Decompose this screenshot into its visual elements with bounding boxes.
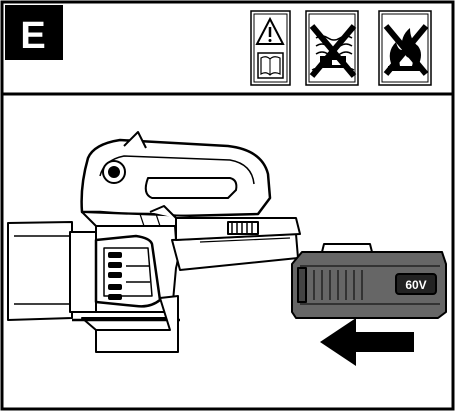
do-not-dispose-in-fire-icon <box>378 10 432 86</box>
sander-tool <box>7 131 301 353</box>
battery-voltage-label: 60V <box>405 278 426 292</box>
warning-read-manual-icon <box>250 10 291 86</box>
step-letter: E <box>20 15 45 57</box>
battery-pack <box>291 243 447 319</box>
motor-vent-right <box>126 265 150 283</box>
step-badge: E <box>5 5 63 60</box>
do-not-expose-to-water-icon <box>305 10 359 86</box>
insert-direction-arrow <box>320 318 414 366</box>
motor-vent-left <box>108 252 122 300</box>
